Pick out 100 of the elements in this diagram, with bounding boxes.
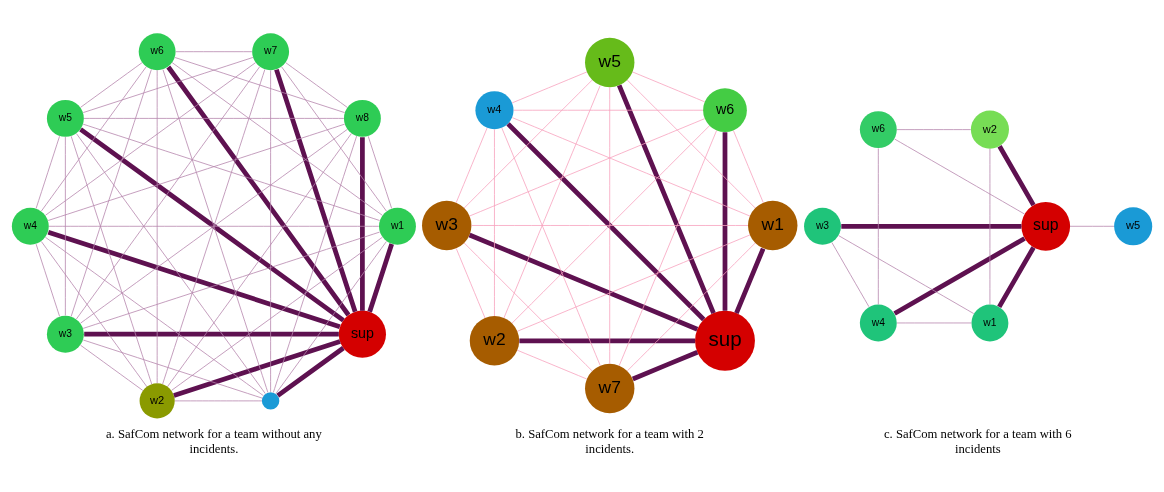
node-circle: w1 — [379, 207, 416, 245]
node-circle: sup — [1021, 201, 1071, 251]
connector — [48, 225, 380, 227]
connector — [276, 345, 345, 398]
node-circle: w7 — [585, 363, 635, 413]
connector — [360, 136, 365, 311]
connector — [44, 61, 256, 216]
node-circle: w8 — [343, 99, 381, 137]
connector — [70, 68, 152, 317]
connector — [838, 234, 975, 314]
connector — [455, 247, 486, 318]
node-circle: w6 — [703, 87, 747, 132]
connector — [171, 61, 383, 216]
connector — [40, 65, 147, 211]
connector — [494, 128, 495, 316]
connector — [471, 224, 749, 226]
connector — [463, 79, 593, 208]
node-circle: w7 — [252, 32, 290, 70]
connector — [270, 69, 271, 392]
connector — [274, 68, 358, 313]
connector — [76, 132, 266, 394]
connector — [80, 61, 143, 108]
connector — [894, 138, 1025, 214]
node-circle: w6 — [138, 32, 176, 70]
node-circle: w6 — [859, 110, 897, 148]
connector — [82, 339, 263, 399]
connector — [167, 132, 352, 387]
connector — [70, 135, 153, 384]
connector — [1069, 225, 1115, 227]
connector — [275, 240, 387, 394]
connector — [175, 50, 253, 52]
connector — [722, 131, 728, 311]
connector — [174, 400, 263, 401]
connector — [47, 229, 341, 329]
label: b. SafCom network for a team with 2 incidents. — [515, 426, 704, 456]
connector — [82, 231, 380, 329]
connector — [503, 84, 601, 318]
connector — [733, 129, 764, 203]
connector — [997, 245, 1036, 308]
connector — [511, 71, 588, 103]
connector — [166, 65, 351, 316]
node-circle: w4 — [475, 90, 514, 129]
connector — [272, 135, 358, 393]
node-circle: w5 — [585, 37, 635, 87]
connector — [463, 242, 593, 371]
connector — [35, 243, 60, 317]
connector — [76, 66, 260, 319]
node-circle: w1 — [748, 200, 798, 250]
node-circle: w3 — [804, 207, 841, 245]
connector — [896, 128, 972, 130]
connector — [367, 242, 394, 313]
node-circle: w4 — [11, 207, 49, 245]
node-circle: sup — [695, 310, 755, 371]
connector — [469, 117, 705, 216]
node-circle: w1 — [971, 304, 1009, 341]
node-circle: sup — [338, 310, 386, 358]
connector — [35, 135, 60, 209]
connector — [455, 127, 488, 203]
connector — [609, 86, 611, 364]
connector — [174, 56, 346, 113]
label: c. SafCom network for a team with 6 incidents — [884, 426, 1072, 456]
connector — [468, 232, 699, 331]
node-circle — [261, 391, 280, 410]
connector — [877, 147, 879, 305]
connector — [519, 337, 696, 343]
connector — [516, 349, 587, 379]
node-circle: w2 — [970, 110, 1009, 149]
connector — [285, 61, 348, 108]
node-circle: w3 — [422, 200, 472, 250]
connector — [64, 136, 66, 316]
connector — [82, 56, 254, 113]
connector — [626, 242, 756, 371]
connector — [893, 235, 1026, 316]
connector — [41, 240, 148, 387]
connector — [171, 236, 383, 391]
connector — [156, 69, 158, 384]
connector — [734, 247, 766, 314]
connector — [632, 71, 705, 102]
connector — [47, 123, 346, 221]
connector — [989, 147, 991, 305]
connector — [501, 126, 601, 366]
connector — [831, 241, 870, 307]
connector — [83, 117, 345, 119]
connector — [173, 338, 341, 398]
connector — [367, 135, 393, 209]
connector — [626, 79, 756, 208]
node-circle: w5 — [1114, 206, 1153, 245]
connector — [617, 83, 716, 314]
connector — [82, 123, 380, 221]
connector — [44, 236, 264, 396]
connector — [517, 234, 751, 332]
connector — [618, 129, 717, 366]
node-circle: w3 — [46, 315, 84, 353]
connector — [841, 223, 1022, 229]
connector — [80, 344, 144, 391]
label: a. SafCom network for a team without any incidents. — [105, 426, 322, 456]
connector — [631, 349, 699, 381]
connector — [84, 331, 339, 337]
node-circle: w2 — [139, 382, 175, 418]
connector — [997, 144, 1036, 206]
